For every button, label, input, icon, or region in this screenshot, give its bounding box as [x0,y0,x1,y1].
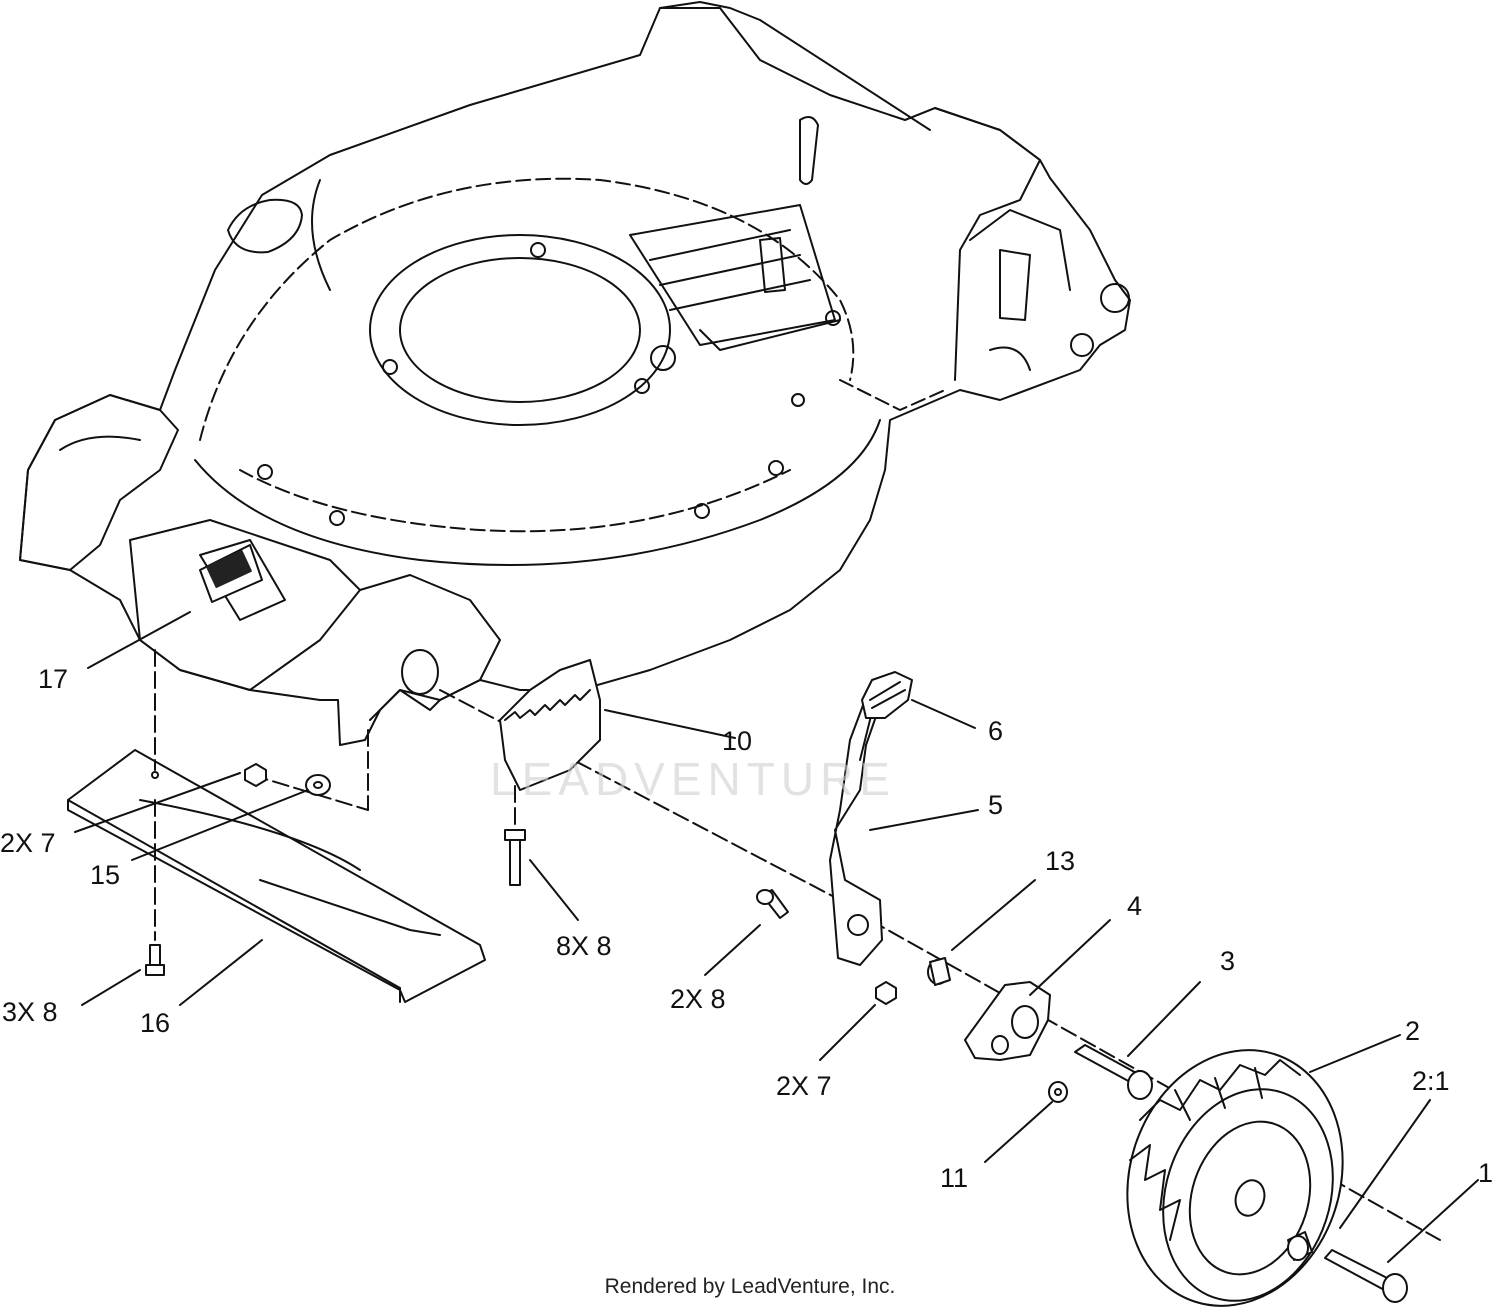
decal-logo [199,544,263,603]
nut-7-left [244,763,267,787]
mower-deck-housing [19,1,1131,746]
callout-10: 10 [722,726,753,756]
callout-4: 4 [1127,891,1143,921]
washer-11 [1048,1081,1068,1103]
wheel-bolt-1 [1324,1249,1408,1303]
callout-1: 1 [1478,1158,1494,1188]
callout-11: 11 [940,1163,969,1193]
washer-15 [305,774,331,796]
callout-2-1: 2:1 [1412,1066,1450,1096]
bolt-8-center [504,829,526,886]
callout-8x8: 8X 8 [556,931,612,961]
lever-5 [829,699,883,966]
callout-16: 16 [140,1008,171,1038]
callout-3: 3 [1220,946,1236,976]
callout-5: 5 [988,790,1004,820]
callout-2: 2 [1405,1016,1421,1046]
callout-15: 15 [90,860,121,890]
wheel-2 [1126,1049,1344,1307]
callout-3x8: 3X 8 [2,997,58,1027]
shoulder-bolt-3 [1074,1044,1153,1100]
front-skirt-16 [67,749,486,1003]
spacer-13 [927,957,951,986]
bolt-8-left [145,944,165,976]
callout-2x7-left: 2X 7 [0,828,56,858]
callout-6: 6 [988,716,1004,746]
callout-17: 17 [38,664,69,694]
adjuster-plate-10 [499,659,601,791]
nut-7-right [875,981,897,1005]
callout-2x7-right: 2X 7 [776,1071,832,1101]
render-credit: Rendered by LeadVenture, Inc. [604,1275,896,1298]
callout-leaders [74,611,1479,1263]
pivot-bracket-4 [964,981,1051,1061]
callout-13: 13 [1045,846,1076,876]
callout-2x8: 2X 8 [670,984,726,1014]
bushing-2-1 [1287,1231,1313,1261]
bolt-8-lever [756,889,789,919]
watermark-text: LEADVENTURE [490,753,896,805]
knob-6 [861,671,913,719]
